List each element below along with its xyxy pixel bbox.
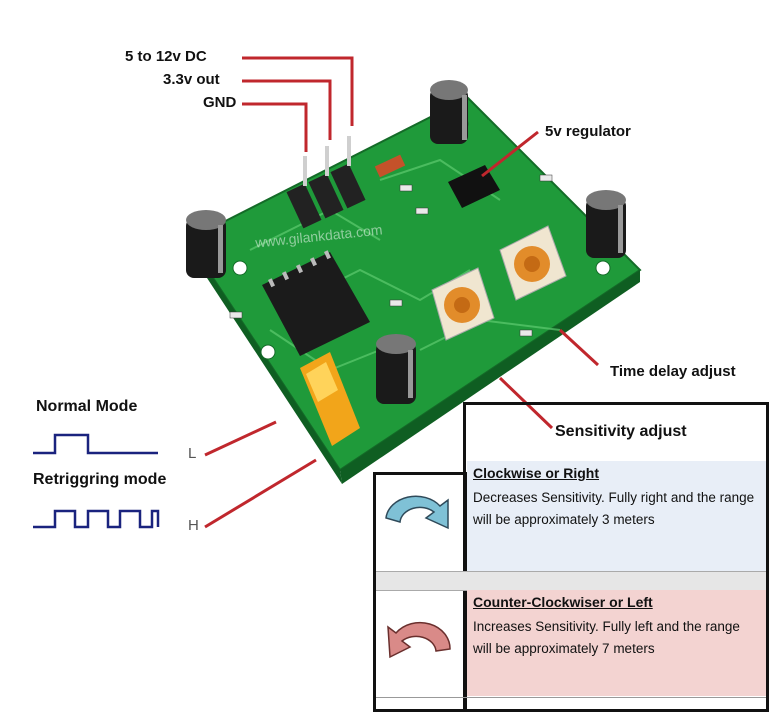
- regulator-label: 5v regulator: [545, 123, 631, 140]
- sensitivity-label: Sensitivity adjust: [555, 423, 687, 440]
- jumper-h-label: H: [188, 517, 199, 534]
- table-divider: [464, 472, 467, 712]
- capacitor: [186, 210, 226, 278]
- clockwise-description: Decreases Sensitivity. Fully right and t…: [473, 490, 755, 527]
- capacitor: [586, 190, 626, 258]
- clockwise-arrow-icon: [385, 495, 449, 530]
- voltage-regulator: [448, 165, 500, 208]
- potentiometer-sensitivity: [431, 267, 495, 341]
- counter-clockwise-description: Increases Sensitivity. Fully left and th…: [473, 619, 740, 656]
- power-pin-label: 5 to 12v DC: [125, 48, 207, 65]
- mode-jumper: [300, 352, 360, 446]
- header-pins: [286, 136, 366, 229]
- leader-line-out: [242, 79, 332, 140]
- leader-line-gnd: [242, 102, 308, 152]
- pcb-edge: [340, 270, 640, 484]
- counter-clockwise-cell: Counter-Clockwiser or Left Increases Sen…: [467, 590, 766, 696]
- leader-line-time-delay: [558, 328, 600, 367]
- clockwise-cell: Clockwise or Right Decreases Sensitivity…: [467, 461, 766, 571]
- clockwise-title: Clockwise or Right: [473, 465, 600, 481]
- counter-clockwise-arrow-icon: [387, 621, 451, 659]
- leader-line-l: [204, 420, 277, 457]
- ground-pin-label: GND: [203, 94, 237, 111]
- leader-line-h: [204, 458, 317, 529]
- potentiometer-time-delay: [499, 225, 567, 301]
- retrigger-mode-waveform: [33, 509, 160, 529]
- counter-clockwise-row: Counter-Clockwiser or Left Increases Sen…: [467, 590, 766, 696]
- leader-line-power: [242, 56, 354, 126]
- jumper-l-label: L: [188, 445, 197, 462]
- retrigger-mode-label: Retriggring mode: [33, 471, 167, 488]
- capacitor: [376, 334, 416, 404]
- leader-line-regulator: [481, 130, 539, 178]
- clockwise-row: Clockwise or Right Decreases Sensitivity…: [467, 461, 766, 571]
- table-spacer-row: [376, 571, 766, 591]
- normal-mode-waveform: [33, 433, 158, 455]
- output-pin-label: 3.3v out: [163, 71, 220, 88]
- capacitor: [430, 80, 468, 144]
- table-bottom-rule: [376, 697, 766, 698]
- ic-chip: [262, 252, 370, 356]
- normal-mode-label: Normal Mode: [36, 398, 138, 415]
- counter-clockwise-title: Counter-Clockwiser or Left: [473, 594, 653, 610]
- time-delay-label: Time delay adjust: [610, 363, 736, 380]
